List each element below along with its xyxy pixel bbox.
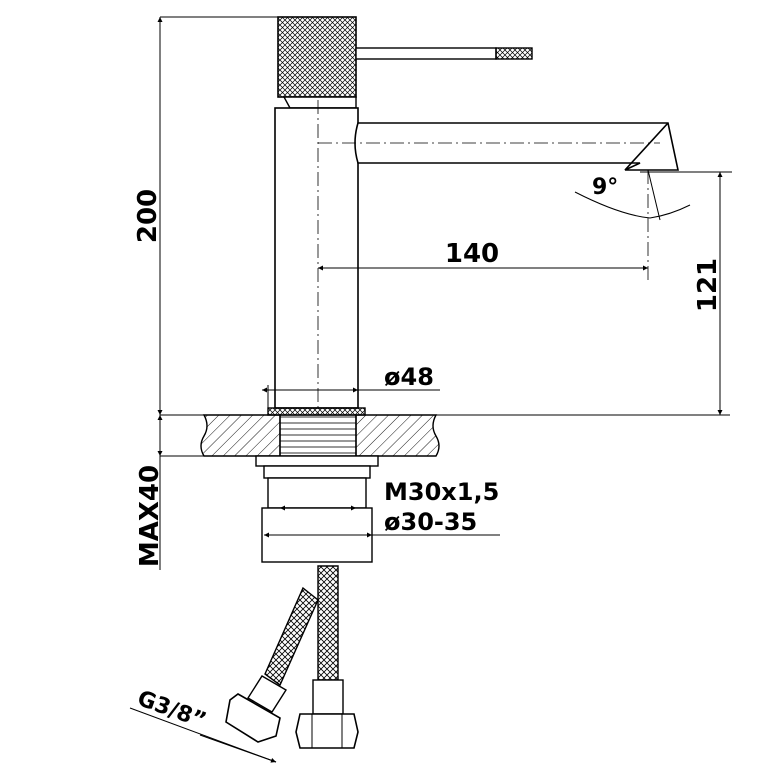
hose-nut-right — [295, 713, 359, 749]
spout-height-label: 121 — [693, 258, 723, 312]
handle-lever — [355, 47, 497, 60]
dimension-lines — [129, 16, 732, 763]
spout-reach-label: 140 — [445, 239, 499, 269]
spout-angle-label: 9° — [592, 175, 618, 200]
handle-knob — [277, 16, 357, 98]
spout — [354, 122, 679, 171]
flexible-hoses — [225, 565, 359, 749]
countertop-section — [160, 414, 730, 457]
faucet-column — [274, 107, 359, 409]
height-total-label: 200 — [133, 189, 163, 243]
hole-diameter-label: ø30-35 — [384, 508, 477, 536]
max-thickness-label: MAX40 — [135, 465, 165, 567]
hose-connection-label: G3/8” — [134, 686, 209, 734]
base-diameter-label: ø48 — [384, 363, 434, 391]
hose-nut-left — [225, 693, 281, 743]
center-lines — [317, 100, 660, 415]
thread-label: M30x1,5 — [384, 478, 499, 506]
